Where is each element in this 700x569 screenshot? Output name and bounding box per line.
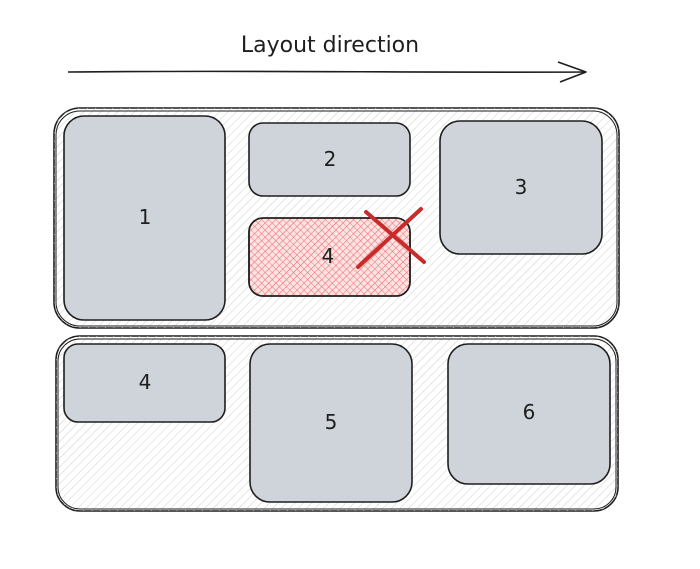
box-4-label: 4 xyxy=(139,370,152,394)
box-2: 2 xyxy=(248,122,411,197)
box-6: 6 xyxy=(447,343,611,485)
box-6-label: 6 xyxy=(523,400,536,424)
cross-mark-icon xyxy=(356,207,426,269)
box-4-rejected: 4 xyxy=(248,217,411,297)
box-3: 3 xyxy=(439,120,603,255)
direction-arrow xyxy=(67,61,587,83)
box-5: 5 xyxy=(249,343,413,503)
box-5-label: 5 xyxy=(325,410,338,434)
box-2-label: 2 xyxy=(324,147,337,171)
direction-label: Layout direction xyxy=(241,33,419,58)
box-4-rejected-label: 4 xyxy=(322,244,335,268)
box-1-label: 1 xyxy=(139,205,152,229)
box-3-label: 3 xyxy=(515,175,528,199)
box-4: 4 xyxy=(63,343,226,423)
box-1: 1 xyxy=(63,115,226,321)
